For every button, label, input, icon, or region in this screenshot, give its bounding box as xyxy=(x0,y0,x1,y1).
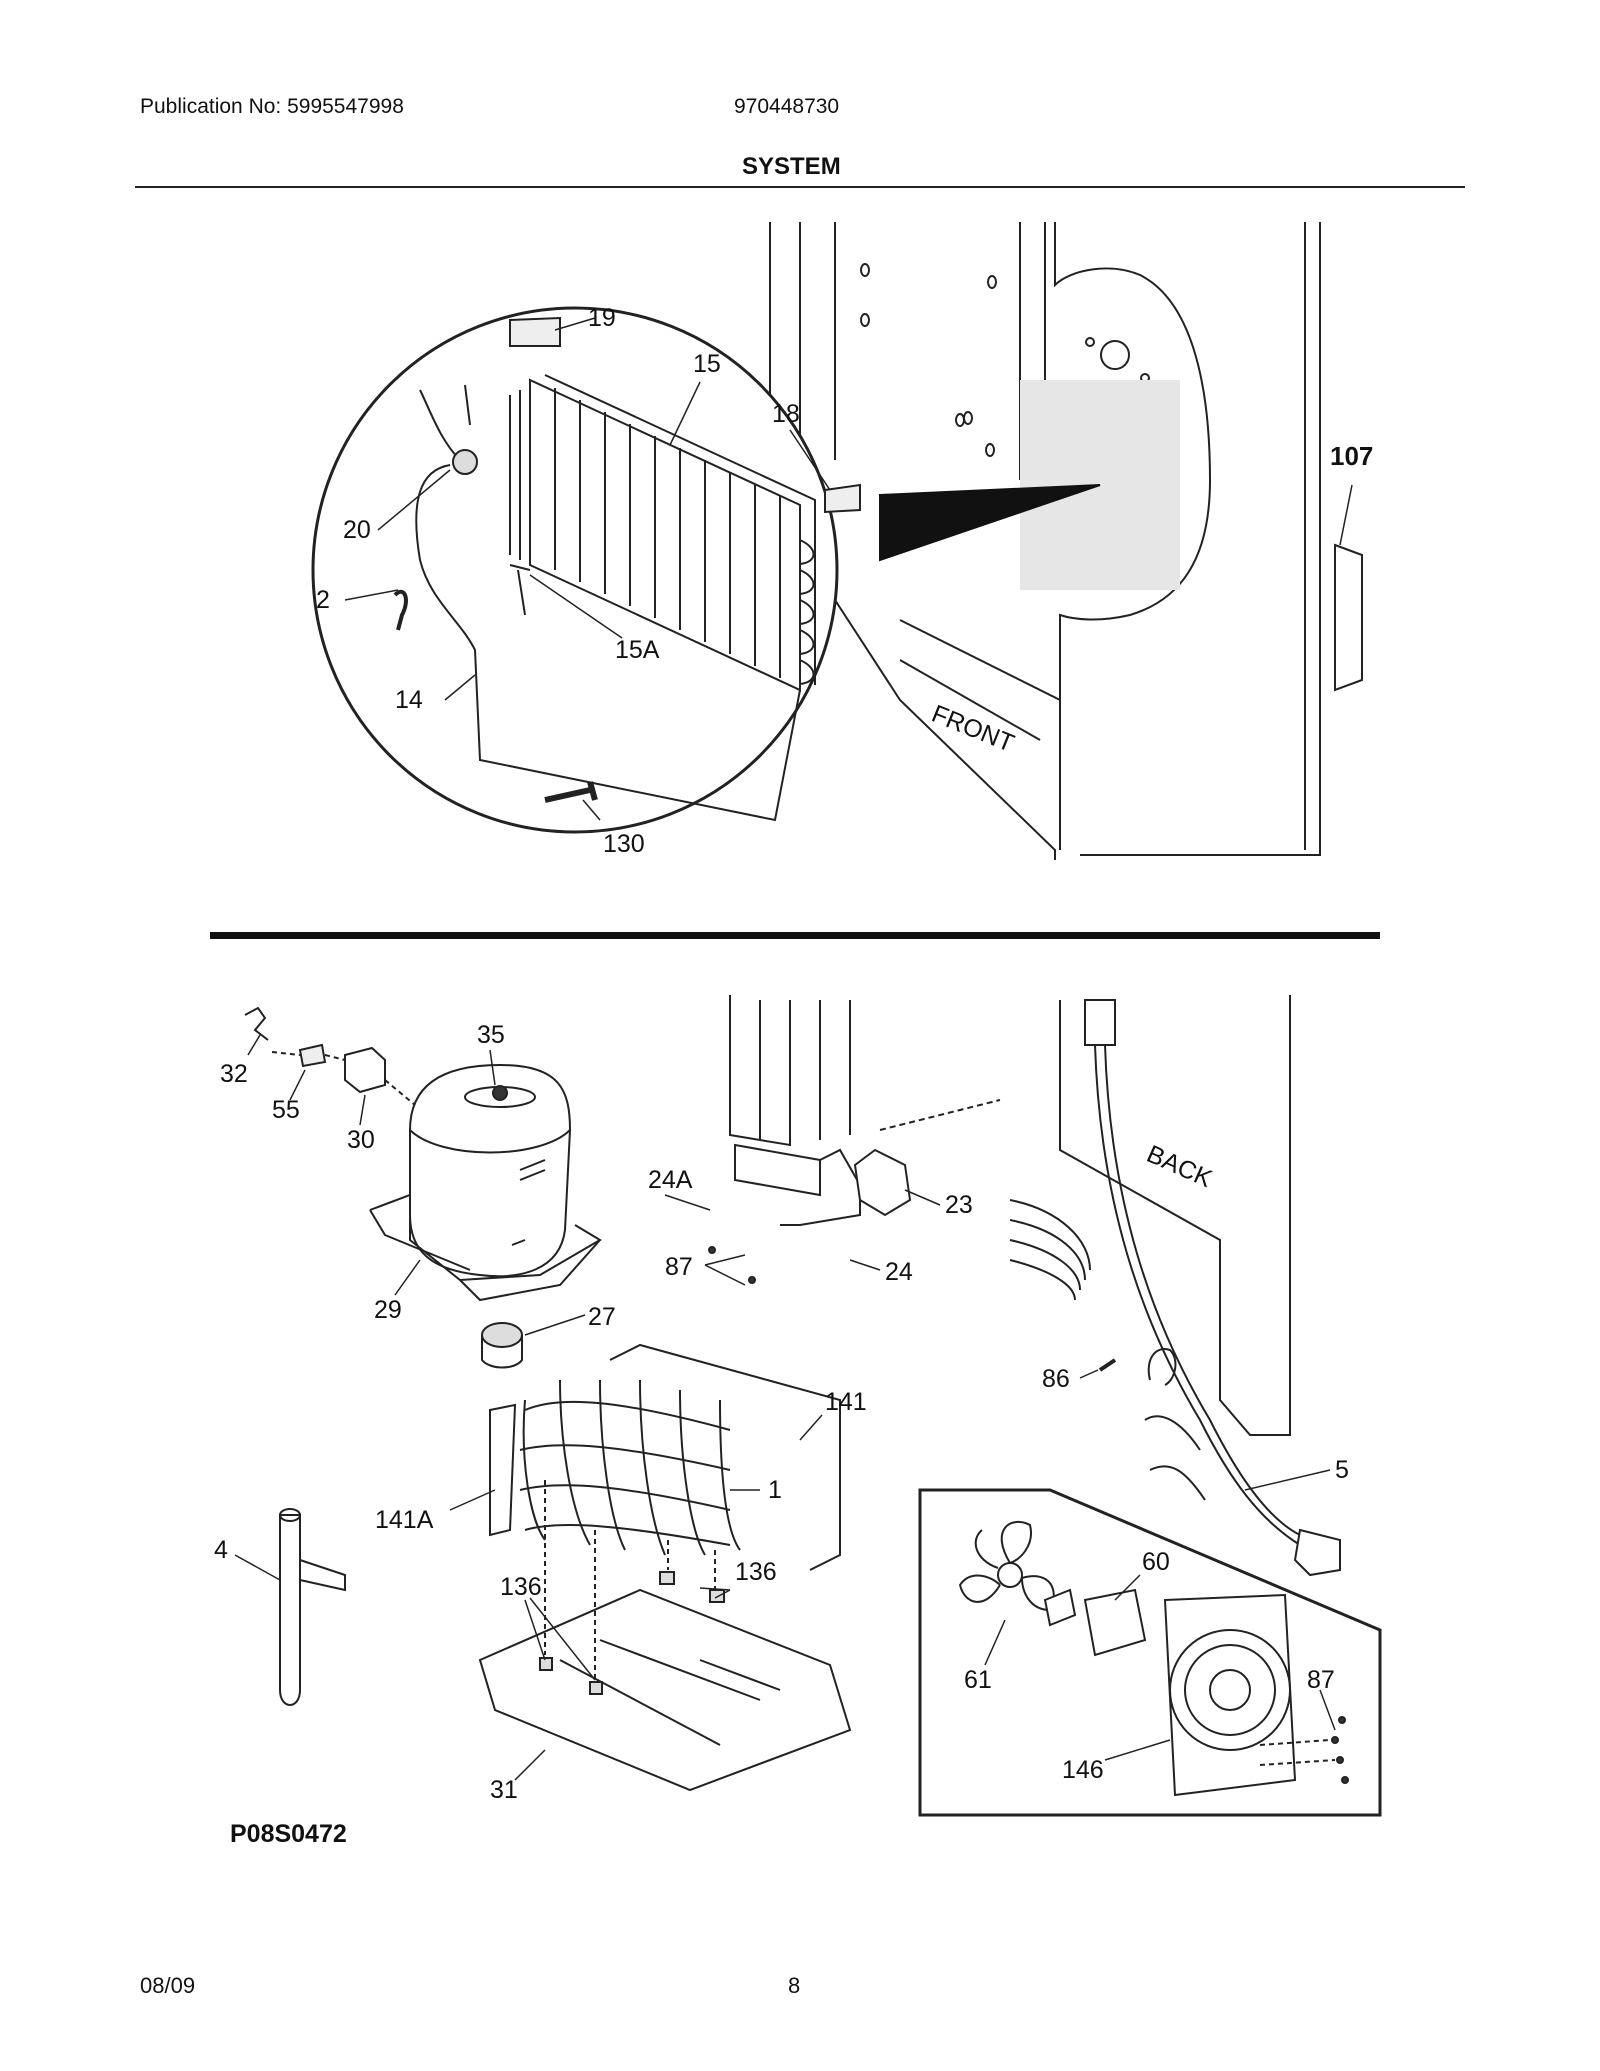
callout: 35 xyxy=(477,1021,505,1049)
part-18 xyxy=(824,483,861,514)
figure-code: P08S0472 xyxy=(230,1820,347,1848)
callout: 1 xyxy=(768,1476,782,1504)
compressor xyxy=(369,1063,602,1302)
callout: 87 xyxy=(1307,1666,1335,1694)
callout: 107 xyxy=(1330,441,1373,471)
evaporator-coil xyxy=(509,374,816,692)
part-27 xyxy=(481,1322,523,1348)
callout: 24 xyxy=(885,1258,913,1286)
power-cord xyxy=(1094,1044,1301,1546)
callout: 24A xyxy=(648,1166,693,1194)
part-55 xyxy=(298,1043,327,1068)
cabinet-back-outline xyxy=(729,995,1291,1436)
callout: 146 xyxy=(1062,1756,1104,1784)
callout: 61 xyxy=(964,1666,992,1694)
part-19 xyxy=(509,316,561,347)
publication-number: Publication No: 5995547998 xyxy=(140,95,404,118)
front-label: FRONT xyxy=(928,700,1018,758)
part-23 xyxy=(853,1148,912,1217)
callout: 14 xyxy=(395,686,423,714)
header-rule xyxy=(135,186,1465,188)
callout: 87 xyxy=(665,1253,693,1281)
cabinet-outline xyxy=(769,222,1363,860)
callout: 136 xyxy=(500,1573,542,1601)
callout: 130 xyxy=(603,830,645,858)
condenser xyxy=(489,1343,841,1571)
fan-motor xyxy=(1083,1588,1147,1657)
callout: 60 xyxy=(1142,1548,1170,1576)
back-label: BACK xyxy=(1143,1140,1217,1193)
callout: 4 xyxy=(214,1536,228,1564)
callout: 55 xyxy=(272,1096,300,1124)
callout: 20 xyxy=(343,516,371,544)
part-130 xyxy=(544,781,598,803)
callout: 23 xyxy=(945,1191,973,1219)
callout: 5 xyxy=(1335,1456,1349,1484)
detail-pointer xyxy=(879,484,1101,562)
callout: 136 xyxy=(735,1558,777,1586)
footer-date: 08/09 xyxy=(140,1973,196,1998)
part-86 xyxy=(1098,1358,1117,1372)
section-divider xyxy=(210,932,1380,939)
filter-drier xyxy=(279,1508,346,1706)
callout: 86 xyxy=(1042,1365,1070,1393)
callout: 15 xyxy=(693,350,721,378)
callout: 141 xyxy=(825,1388,867,1416)
part-2 xyxy=(393,589,408,631)
part-32 xyxy=(244,1006,269,1041)
callout: 30 xyxy=(347,1126,375,1154)
callout: 32 xyxy=(220,1060,248,1088)
page-number: 8 xyxy=(788,1973,801,1998)
drain-pan xyxy=(478,1588,852,1792)
callout: 29 xyxy=(374,1296,402,1324)
part-24A xyxy=(734,1143,821,1197)
heater-wire xyxy=(415,384,801,822)
callout: 18 xyxy=(772,400,800,428)
section-title: SYSTEM xyxy=(742,153,841,180)
callout: 27 xyxy=(588,1303,616,1331)
callout-labels: 19 15 18 107 20 2 15A 14 130 FRONT 35 32… xyxy=(214,304,1373,1804)
callout: 2 xyxy=(316,586,330,614)
model-number: 970448730 xyxy=(734,95,840,118)
callout: 19 xyxy=(588,304,616,332)
callout: 15A xyxy=(615,636,660,664)
callout: 141A xyxy=(375,1506,434,1534)
callout: 31 xyxy=(490,1776,518,1804)
fan-shroud xyxy=(1163,1593,1297,1797)
part-30 xyxy=(344,1046,386,1094)
